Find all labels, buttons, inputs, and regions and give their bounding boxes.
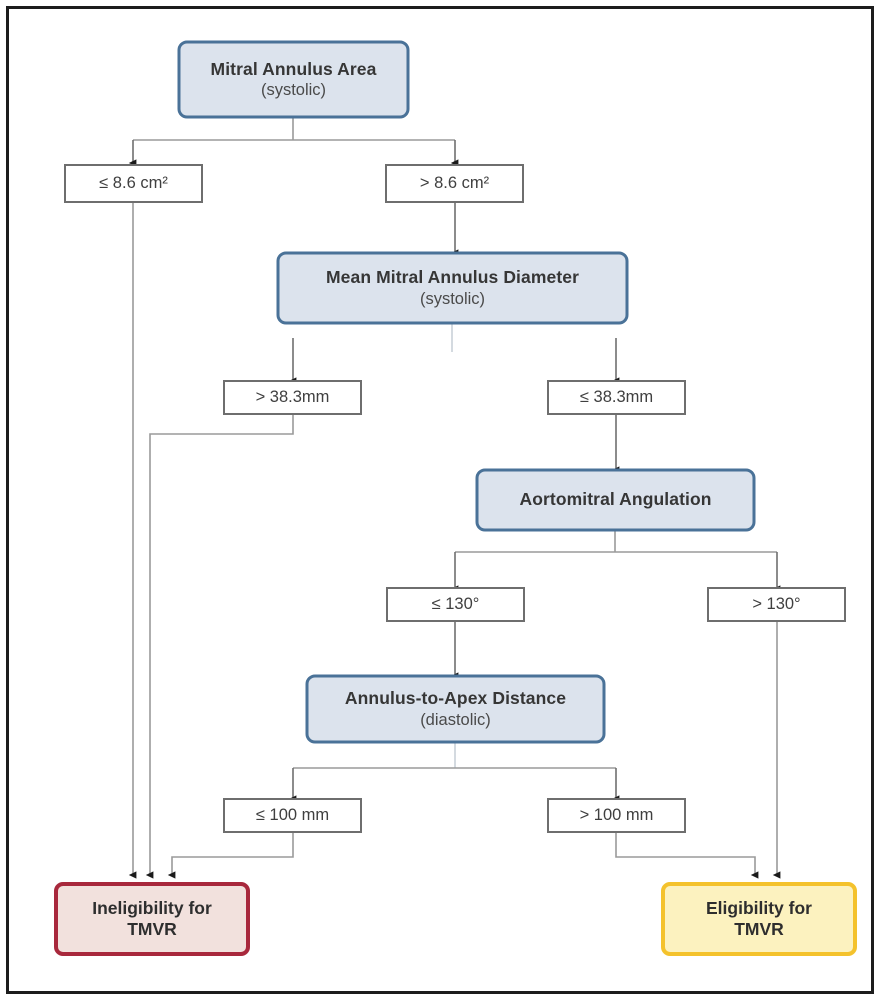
node-shape-area-gt (385, 164, 524, 203)
node-shape-aortomitral-angulation (475, 468, 756, 532)
edge-dist-gt-to-eligible (615, 830, 759, 879)
node-shape-diam-gt (223, 380, 362, 415)
node-shape-eligibility (661, 882, 857, 956)
node-shape-ineligibility (54, 882, 250, 956)
node-shape-area-le (64, 164, 203, 203)
node-shape-angle-le (386, 587, 525, 622)
node-shape-dist-le (223, 798, 362, 833)
node-shapes-layer (54, 40, 857, 956)
node-shape-angle-gt (707, 587, 846, 622)
node-shape-mitral-annulus-area (177, 40, 410, 119)
node-shape-annulus-apex (305, 674, 606, 744)
node-shape-diam-le (547, 380, 686, 415)
node-shape-mean-diameter (276, 251, 629, 325)
node-shape-dist-gt (547, 798, 686, 833)
edge-dist-le-to-ineligible (167, 830, 294, 879)
connector-layer (128, 117, 781, 879)
edge-diam-gt-to-ineligible (145, 412, 294, 879)
